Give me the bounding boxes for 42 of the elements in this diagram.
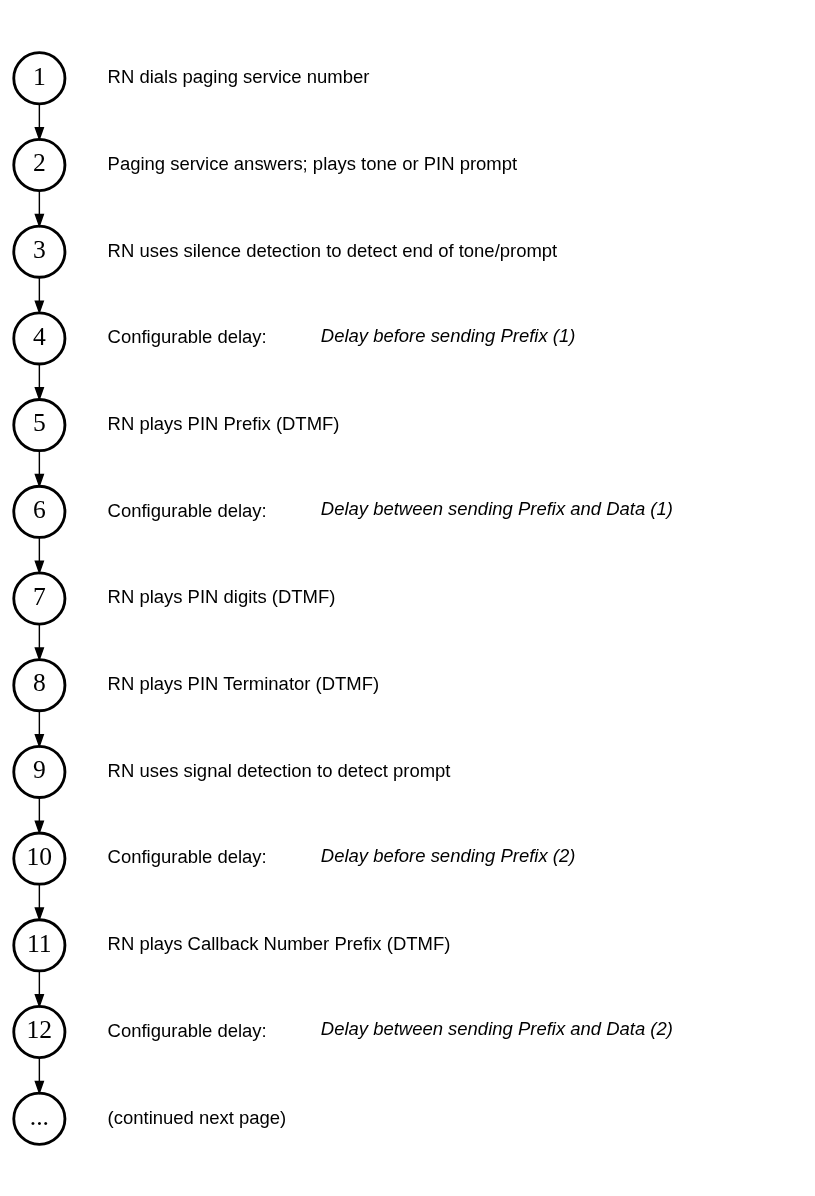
node-label: RN uses silence detection to detect end of tone/prompt — [107, 239, 558, 261]
node-circle: 3 — [12, 224, 67, 279]
node-label: (continued next page) — [107, 1106, 287, 1128]
node-circle: 10 — [12, 831, 67, 886]
node-circle: 1 — [12, 50, 67, 105]
node-circle: 9 — [12, 744, 67, 799]
node-label: RN uses signal detection to detect prompt — [107, 759, 451, 781]
node-label: Delay before sending Prefix (1) — [320, 324, 576, 346]
node-label: RN plays PIN Prefix (DTMF) — [107, 412, 340, 434]
arrow — [34, 276, 45, 315]
arrow — [34, 622, 45, 661]
node-label: Paging service answers; plays tone or PIN prompt — [107, 152, 518, 174]
node-circle: 12 — [12, 1004, 67, 1059]
node-label: RN plays PIN Terminator (DTMF) — [107, 672, 380, 694]
node-label: Configurable delay: — [107, 1019, 267, 1041]
node-circle: 11 — [12, 917, 67, 972]
node-label: Configurable delay: — [107, 499, 267, 521]
node-circle: 7 — [12, 571, 67, 625]
node-label: Configurable delay: — [107, 845, 267, 867]
arrow — [34, 536, 45, 575]
node-label: Delay between sending Prefix and Data (1) — [320, 497, 673, 519]
arrow — [34, 796, 45, 835]
node-circle: 8 — [12, 657, 67, 712]
node-circle: 5 — [12, 397, 67, 452]
node-label: RN plays Callback Number Prefix (DTMF) — [107, 932, 451, 954]
node-label: Delay between sending Prefix and Data (2) — [320, 1017, 673, 1039]
arrow — [34, 362, 45, 401]
node-label: Configurable delay: — [107, 325, 267, 347]
arrow — [34, 449, 45, 488]
node-circle: ... — [12, 1091, 67, 1146]
arrow — [34, 883, 45, 922]
node-circle: 6 — [12, 484, 67, 539]
node-label: RN plays PIN digits (DTMF) — [107, 585, 336, 607]
node-circle: 2 — [12, 137, 67, 192]
arrow — [34, 969, 45, 1008]
arrow — [34, 189, 45, 228]
node-label: Delay before sending Prefix (2) — [320, 844, 576, 866]
arrow — [34, 1056, 45, 1095]
node-circle: 4 — [12, 310, 67, 365]
node-label: RN dials paging service number — [107, 65, 370, 87]
arrow — [34, 102, 45, 141]
arrow — [34, 709, 45, 748]
